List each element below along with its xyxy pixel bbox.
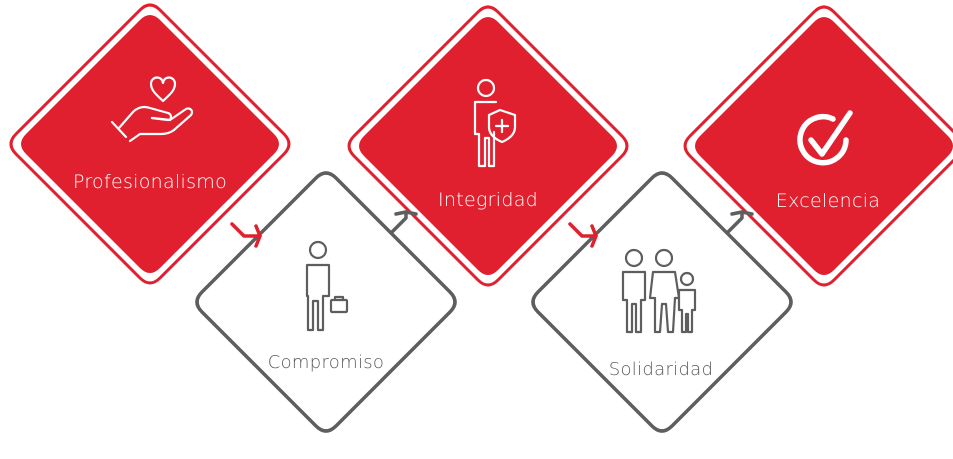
label-excelencia: Excelencia bbox=[775, 190, 881, 212]
hand-heart-icon bbox=[110, 76, 194, 143]
label-compromiso: Compromiso bbox=[267, 352, 385, 373]
label-profesionalismo: Profesionalismo bbox=[72, 171, 228, 193]
arrow-compromiso-to-integridad bbox=[390, 210, 418, 234]
diamond-solidaridad bbox=[531, 171, 793, 433]
arrow-profesionalismo-to-compromiso bbox=[230, 222, 262, 248]
person-briefcase-icon bbox=[305, 240, 349, 332]
person-shield-icon bbox=[473, 78, 517, 168]
check-circle-icon bbox=[797, 110, 853, 166]
diamond-profesionalismo bbox=[9, 3, 291, 285]
diamond-compromiso bbox=[195, 171, 457, 433]
arrow-integridad-to-solidaridad bbox=[568, 222, 598, 248]
family-icon bbox=[621, 248, 697, 334]
arrow-solidaridad-to-excelencia bbox=[726, 210, 754, 234]
label-integridad: Integridad bbox=[437, 189, 539, 211]
label-solidaridad: Solidaridad bbox=[608, 359, 714, 380]
